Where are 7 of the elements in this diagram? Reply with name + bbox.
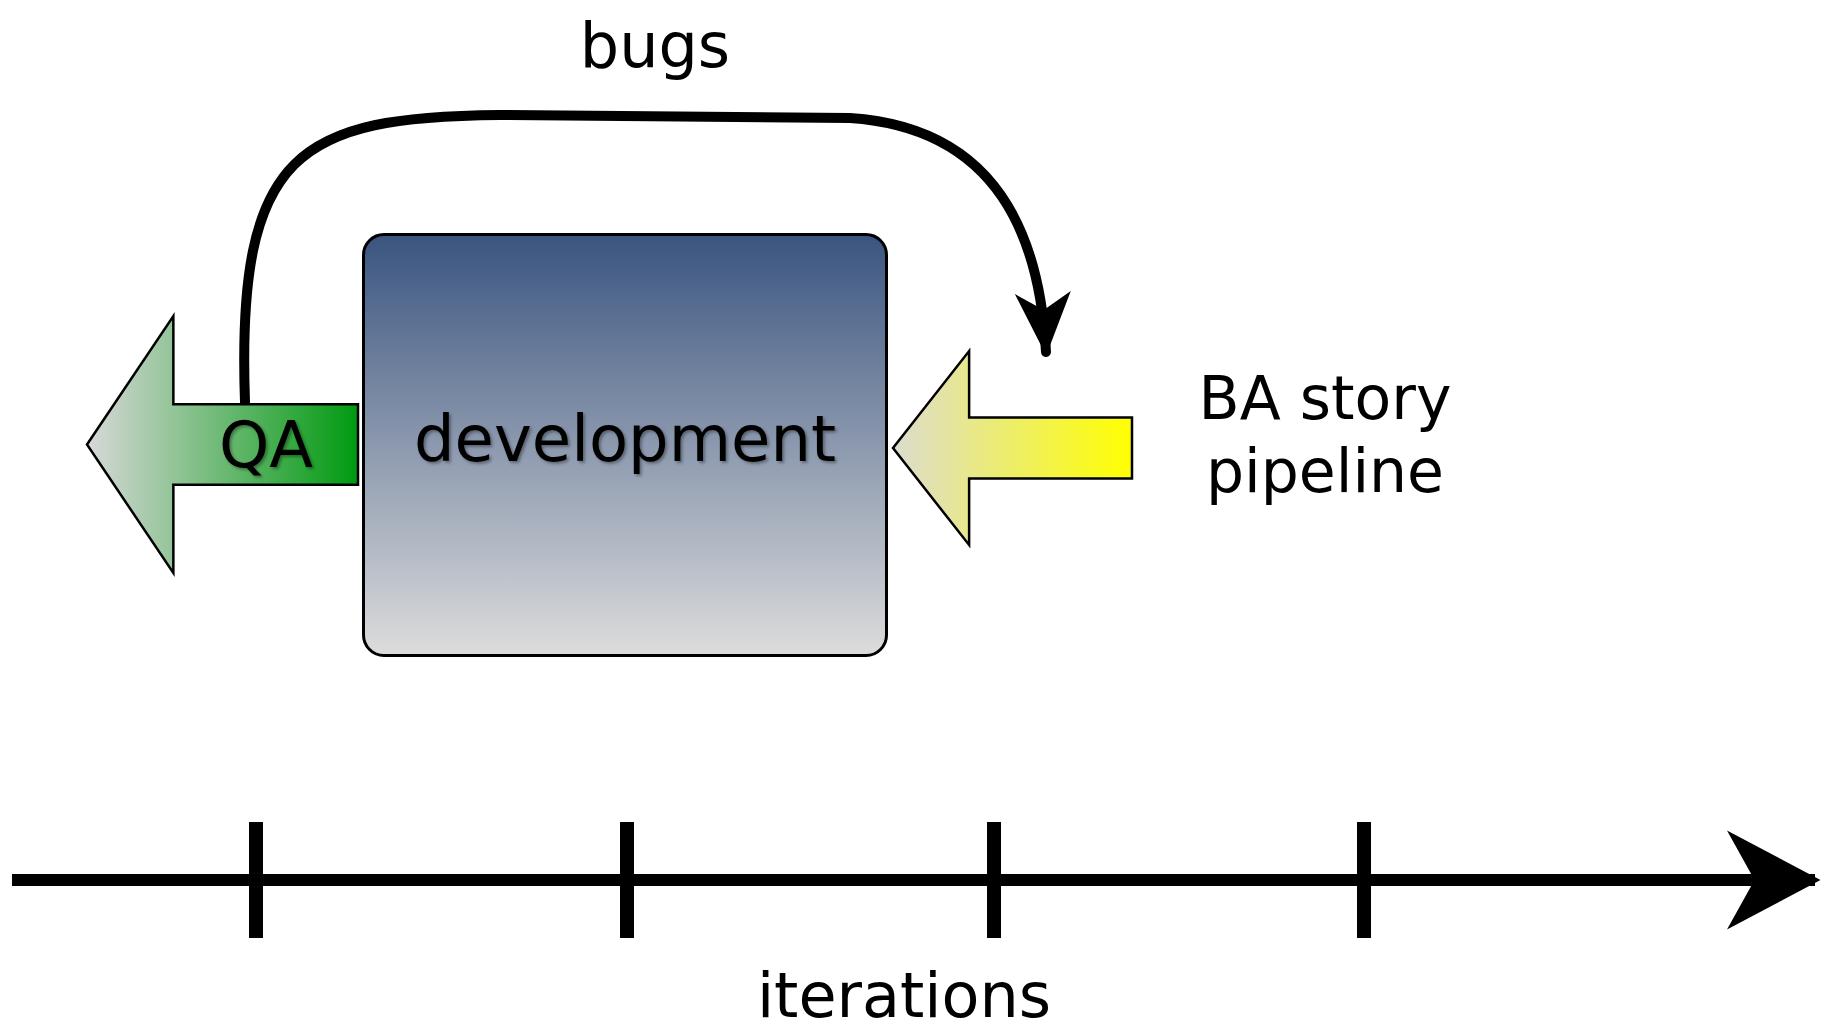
node-label: QA: [218, 408, 314, 482]
pipeline-label: BA story pipeline: [1197, 362, 1453, 509]
qa-arrow: [86, 315, 359, 574]
node-label: development: [413, 402, 837, 477]
development-box: [362, 233, 888, 657]
pipeline-arrow: [892, 350, 1133, 546]
axis-label: iterations: [756, 958, 1052, 1029]
